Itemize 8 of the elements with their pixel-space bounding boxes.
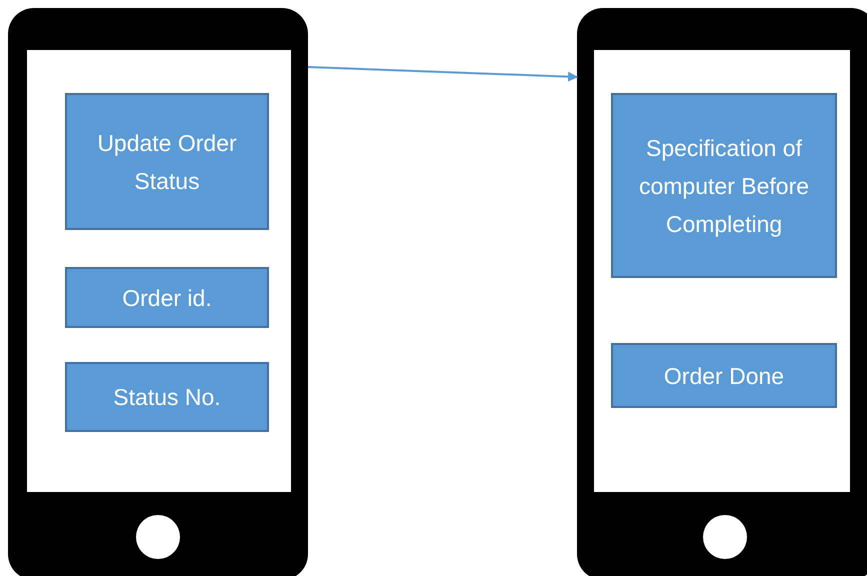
content-box: Order id. — [65, 267, 269, 328]
phone-mockup — [577, 8, 867, 576]
content-box: Order Done — [611, 343, 837, 408]
arrow — [308, 66, 578, 82]
phone-mockup — [8, 8, 308, 576]
content-box: Specification of computer Before Completing — [611, 93, 837, 278]
content-box: Update Order Status — [65, 93, 269, 230]
content-box: Status No. — [65, 362, 269, 432]
